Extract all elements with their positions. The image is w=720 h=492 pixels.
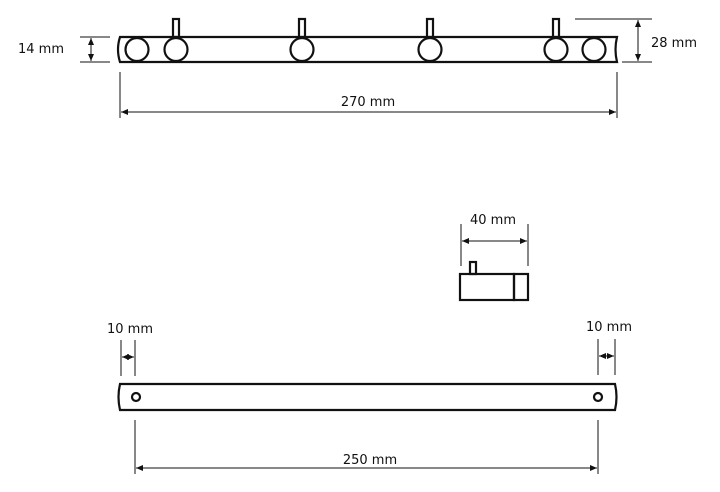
dimension-270mm: 270 mm [119, 72, 618, 118]
hook [289, 17, 315, 63]
side-view-hook [458, 260, 530, 302]
end-cap-right [581, 36, 607, 63]
hook [417, 17, 443, 63]
top-view-rack [116, 17, 619, 64]
dimension-40mm: 40 mm [460, 213, 529, 266]
dimension-28mm: 28 mm [575, 18, 697, 63]
dimension-14mm: 14 mm [18, 36, 110, 63]
dimension-label: 40 mm [470, 213, 516, 228]
dimension-250mm: 250 mm [134, 420, 599, 474]
end-cap-left [124, 36, 150, 63]
dimension-label: 14 mm [18, 42, 64, 57]
hook [543, 17, 569, 63]
dimension-label: 10 mm [586, 320, 632, 335]
end-caps [124, 36, 607, 63]
hooks [163, 17, 569, 63]
dimension-label: 28 mm [651, 36, 697, 51]
dimension-10mm-right: 10 mm [586, 320, 632, 375]
back-view-bar [117, 382, 618, 412]
dimension-label: 10 mm [107, 322, 153, 337]
dimension-label: 270 mm [341, 95, 395, 110]
mounting-hole [130, 391, 142, 403]
hook [163, 17, 189, 63]
mounting-hole [592, 391, 604, 403]
rail-bar [116, 35, 619, 64]
dimension-10mm-left: 10 mm [107, 322, 153, 376]
dimension-label: 250 mm [343, 453, 397, 468]
